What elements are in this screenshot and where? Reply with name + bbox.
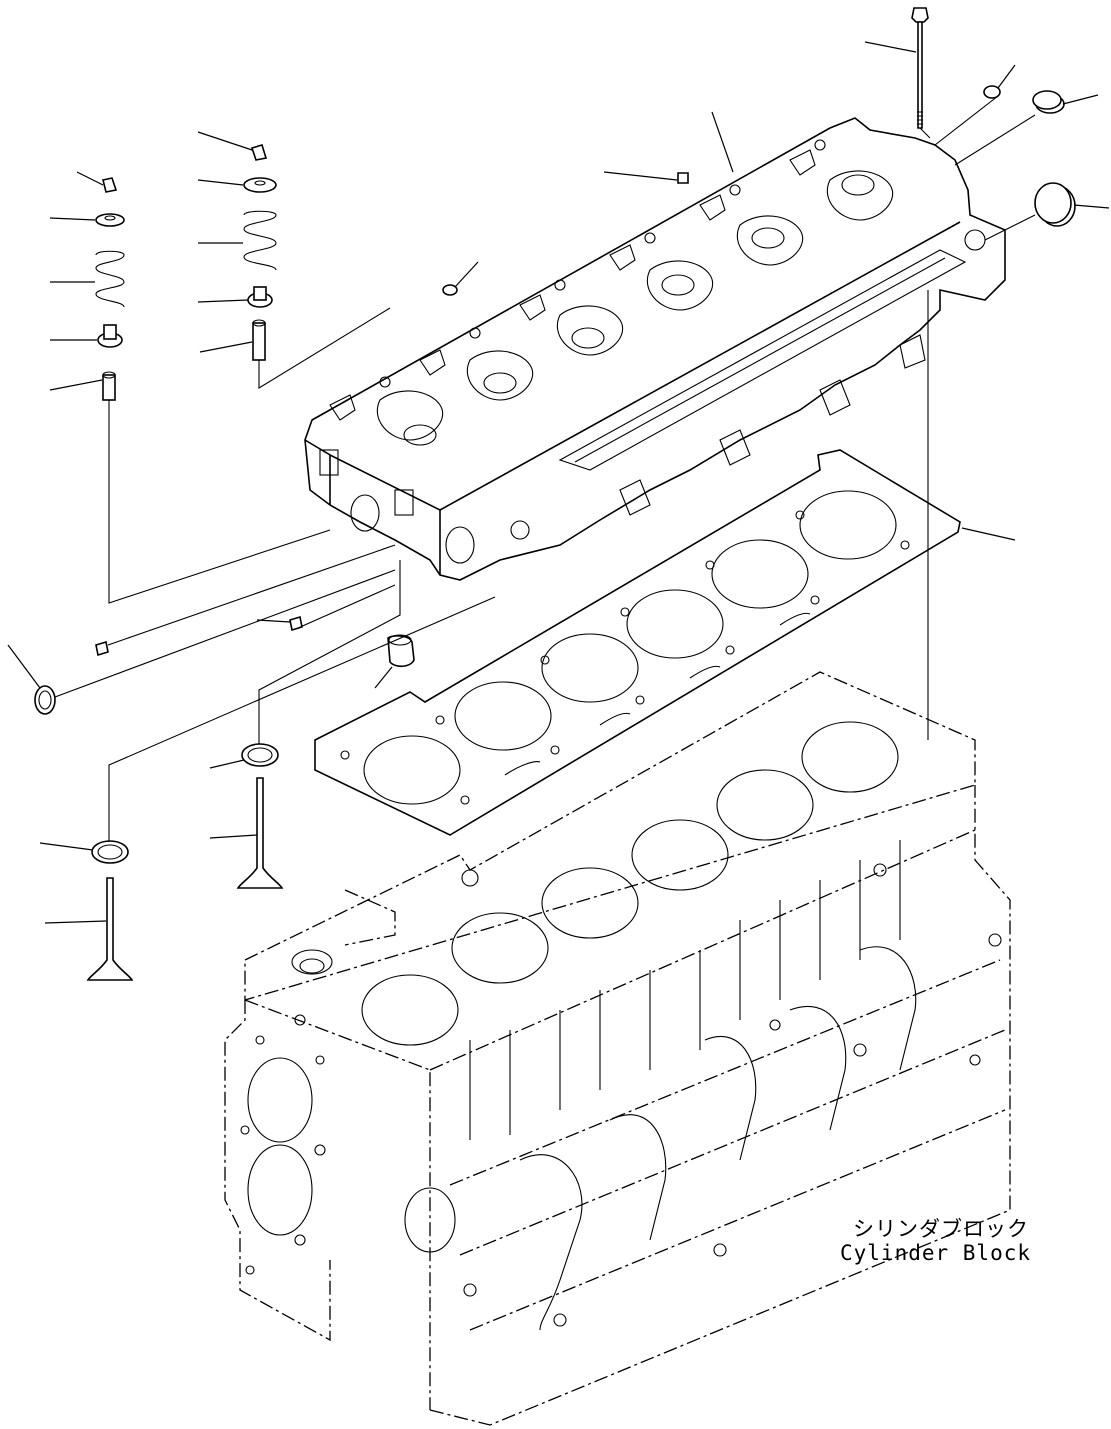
cylinder-block-label-jp: シリンダブロック [853,1217,1029,1241]
cylinder-head [304,117,1006,581]
assembly-lines [54,95,1036,842]
head-bolt [911,7,929,129]
cylinder-block [224,671,1011,1426]
head-gasket [314,449,961,836]
valve-train-right [236,144,284,889]
leader-lines [7,41,1110,924]
cylinder-block-label-en: Cylinder Block [840,1241,1032,1265]
seal-plugs [983,85,1076,227]
valve-train-left [86,177,134,981]
loose-parts [34,172,689,715]
